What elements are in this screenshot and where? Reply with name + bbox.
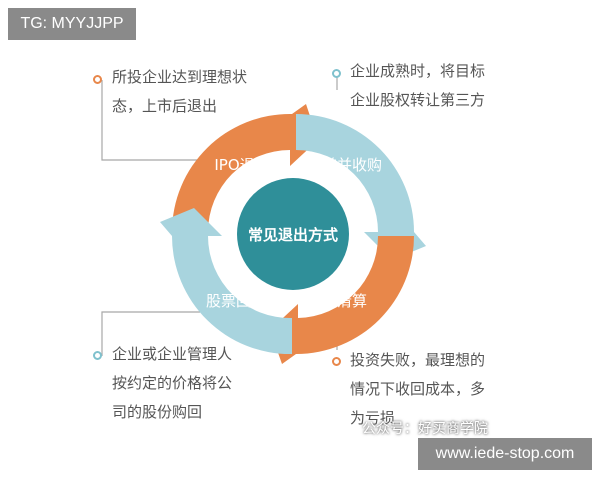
segment-ipo <box>172 104 318 232</box>
segment-merger-label: 兼并收购 <box>322 156 382 174</box>
note-liquidation: 投资失败，最理想的 情况下收回成本，多 为亏损 <box>350 346 485 433</box>
segment-ipo-label: IPO退出 <box>214 156 269 174</box>
note-ipo: 所投企业达到理想状 态，上市后退出 <box>112 63 247 121</box>
note-liquidation-line: 为亏损 <box>350 409 396 427</box>
note-liquidation-line: 投资失败，最理想的 <box>350 351 486 369</box>
center-circle <box>237 178 349 290</box>
note-buyback-line: 企业或企业管理人 <box>112 345 233 363</box>
watermark-text: 公众号：好买商学院 <box>362 421 488 437</box>
note-ipo-line: 态，上市后退出 <box>112 97 218 115</box>
note-buyback-line: 司的股份购回 <box>112 403 203 421</box>
bullet-dot-merger <box>332 69 341 78</box>
segment-merger <box>296 114 426 260</box>
note-merger-line: 企业成熟时，将目标 <box>350 62 486 80</box>
center-label: 常见退出方式 <box>248 226 338 244</box>
segment-buyback <box>160 208 292 355</box>
connector-buyback <box>101 311 200 356</box>
segment-buyback-label: 股票回购 <box>206 292 266 310</box>
note-buyback: 企业或企业管理人 按约定的价格将公 司的股份购回 <box>112 340 232 427</box>
bullet-dot-ipo <box>93 75 102 84</box>
url-badge: www.iede-stop.com <box>418 438 592 470</box>
bullet-dot-liquidation <box>332 357 341 366</box>
note-merger-line: 企业股权转让第三方 <box>350 91 486 109</box>
note-merger: 企业成熟时，将目标 企业股权转让第三方 <box>350 57 485 115</box>
connector-ipo <box>101 80 200 161</box>
bullet-dot-buyback <box>93 351 102 360</box>
note-buyback-line: 按约定的价格将公 <box>112 374 233 392</box>
segment-liquidation-label: 清算 <box>337 292 367 310</box>
note-liquidation-line: 情况下收回成本，多 <box>350 380 486 398</box>
tg-tag-badge: TG: MYYJJPP <box>8 8 136 40</box>
segment-liquidation <box>270 236 414 364</box>
note-ipo-line: 所投企业达到理想状 <box>112 68 248 86</box>
